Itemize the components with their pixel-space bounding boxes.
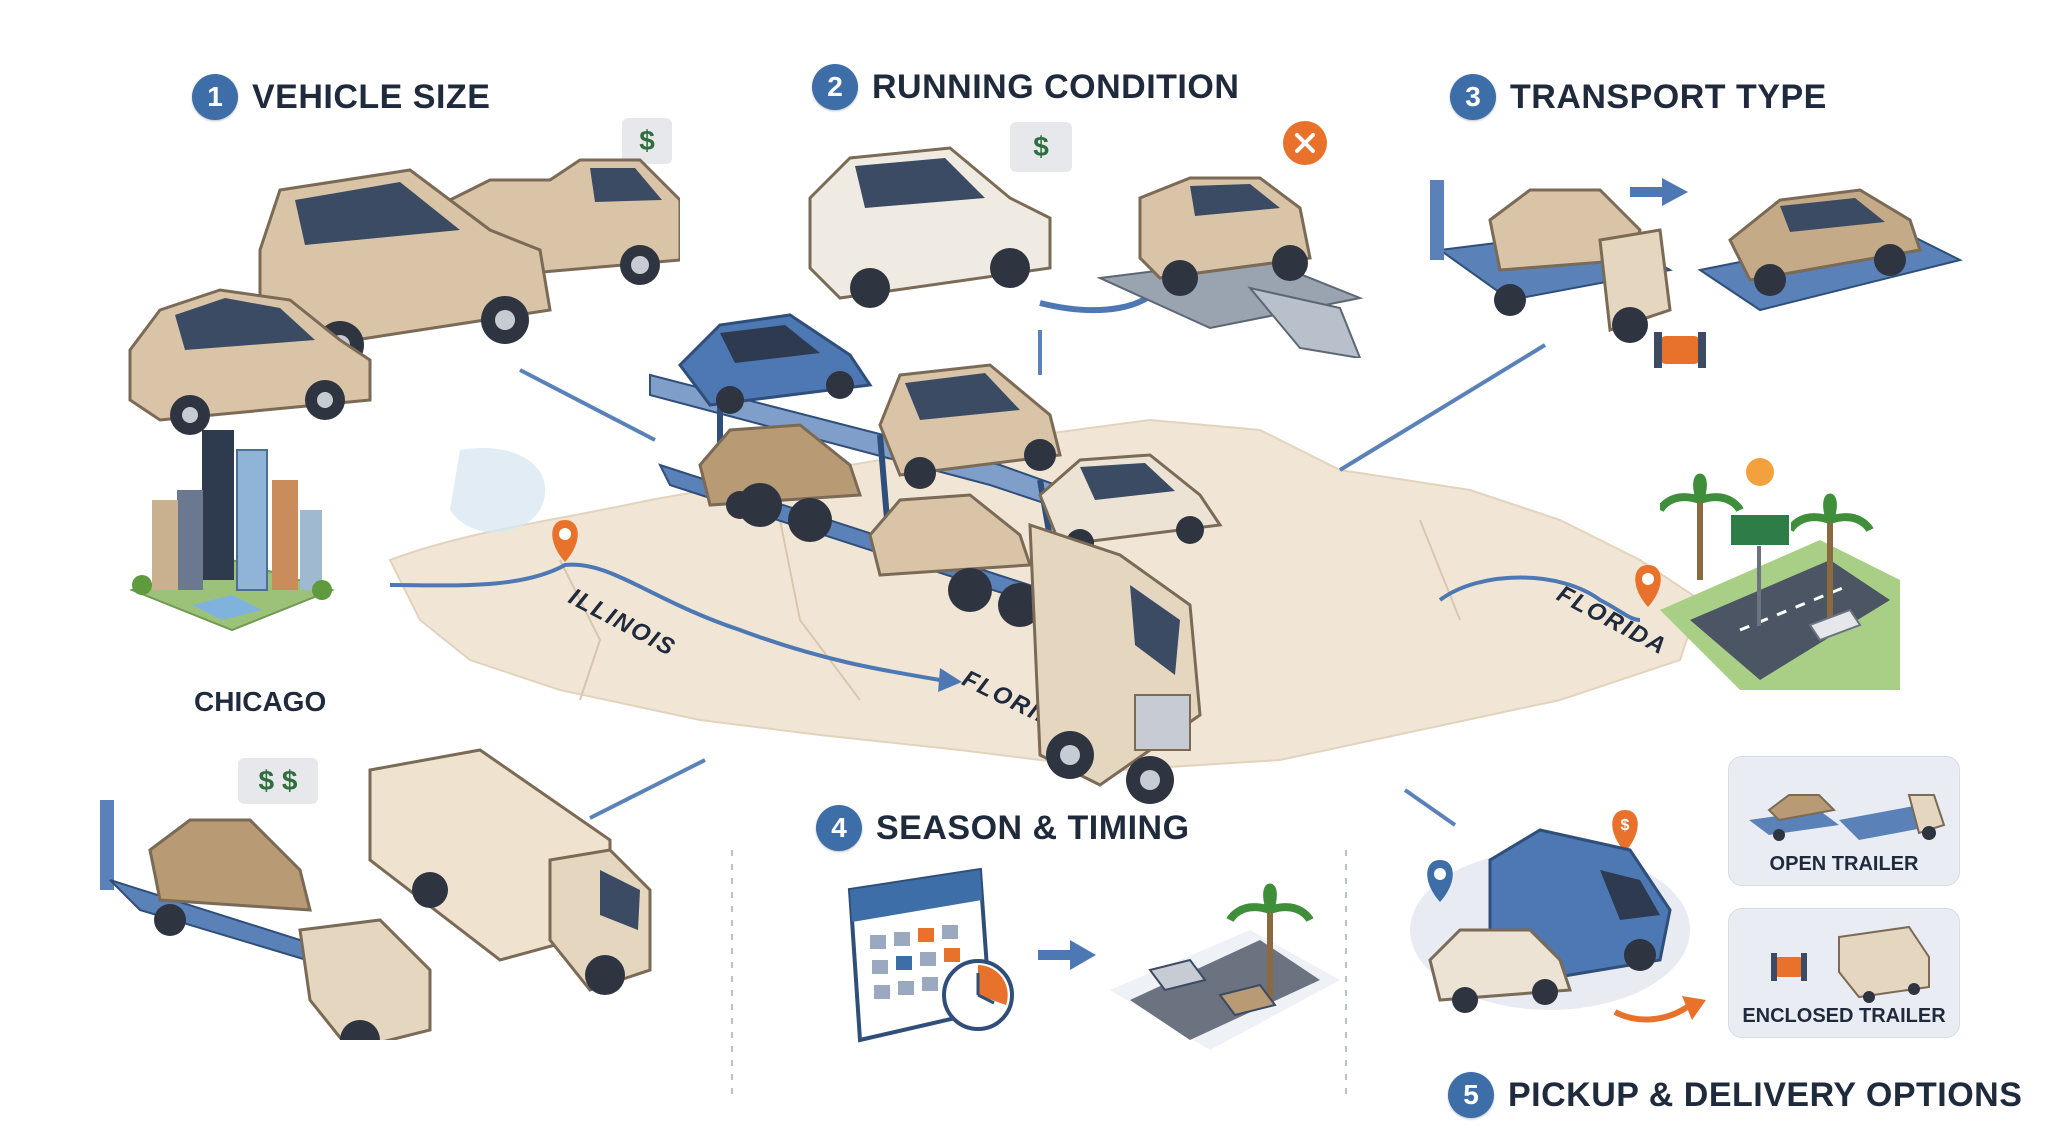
car-suv-illustration: [878, 363, 1062, 489]
enclosed-trailer-label: ENCLOSED TRAILER: [1742, 1005, 1946, 1027]
truck-size-illustration: [100, 748, 652, 1040]
dollar-icon: $: [1010, 122, 1072, 172]
arrow-head-icon: [1070, 940, 1096, 970]
car-blue-illustration: [678, 313, 873, 414]
svg-text:$: $: [1621, 817, 1630, 834]
dollar-icon: $ $: [238, 758, 318, 804]
enclosed-trailer-option: ENCLOSED TRAILER: [1728, 908, 1960, 1038]
factor-number-badge: 1: [192, 74, 238, 120]
route-arrow-icon: [938, 668, 962, 692]
state-border: [559, 559, 602, 701]
car-trailer-illustration: [1697, 188, 1963, 312]
chicago-skyline-illustration: [128, 430, 336, 632]
factor-title: VEHICLE SIZE: [252, 77, 491, 116]
factor-running-condition-heading: 2 RUNNING CONDITION: [812, 64, 1239, 110]
sedan-illustration: [128, 288, 372, 435]
clock-icon: [942, 959, 1014, 1031]
connector-line: [589, 758, 706, 820]
state-border: [779, 519, 861, 701]
connector-line: [1403, 788, 1457, 827]
connector-line: [519, 368, 656, 442]
season-scene-illustration: [1110, 883, 1340, 1050]
state-border: [1419, 519, 1461, 621]
location-pin-icon: [1427, 860, 1453, 902]
location-pin-icon: [1635, 565, 1661, 607]
factor-title: SEASON & TIMING: [876, 808, 1190, 847]
open-trailer-label: OPEN TRAILER: [1769, 853, 1919, 875]
highway-sign-icon: [1729, 513, 1791, 626]
flatbed-truck-illustration: [1430, 180, 1673, 343]
factor-transport-type-heading: 3 TRANSPORT TYPE: [1450, 74, 1827, 120]
arrow-icon: [1613, 1002, 1692, 1023]
dollar-icon: $: [622, 118, 672, 164]
palm-tree-icon: [1226, 883, 1314, 1000]
factor-number-badge: 4: [816, 805, 862, 851]
open-trailer-option: OPEN TRAILER: [1728, 756, 1960, 886]
non-running-pickup-illustration: [1096, 176, 1364, 358]
arrow-head-icon: [1662, 178, 1688, 206]
factor-title: PICKUP & DELIVERY OPTIONS: [1508, 1075, 2023, 1114]
sun-icon: [1746, 458, 1774, 486]
car-carrier-truck-illustration: [649, 313, 1223, 804]
vehicle-size-illustration: [128, 158, 680, 435]
x-icon: [1283, 121, 1327, 165]
factor-number-badge: 5: [1448, 1072, 1494, 1118]
connector-line: [1338, 343, 1547, 472]
open-trailer-icon: [1749, 794, 1946, 841]
car-sedan-illustration: [1038, 453, 1223, 557]
enclosed-trailer-icon: [1771, 925, 1930, 1003]
pickup-delivery-illustration: $: [1410, 810, 1706, 1023]
car-illustration: [1428, 928, 1573, 1013]
factor-number-badge: 2: [812, 64, 858, 110]
factor-title: TRANSPORT TYPE: [1510, 77, 1827, 116]
factor-vehicle-size-heading: 1 VEHICLE SIZE: [192, 74, 490, 120]
winch-icon: [1654, 332, 1706, 368]
flatbed-car-illustration: [100, 800, 432, 1040]
map-lake: [450, 448, 546, 533]
car-lower-deck-illustration: [868, 493, 1033, 577]
route-line-east: [1438, 575, 1641, 622]
factor-number-badge: 3: [1450, 74, 1496, 120]
truck-cab-illustration: [1028, 522, 1202, 804]
factor-title: RUNNING CONDITION: [872, 67, 1240, 106]
season-timing-illustration: [847, 867, 1340, 1050]
running-condition-illustration: [808, 121, 1364, 358]
arrow-head-icon: [1682, 996, 1706, 1020]
winch-icon: [1771, 953, 1807, 981]
running-suv-illustration: [808, 146, 1052, 308]
factor-pickup-delivery-heading: 5 PICKUP & DELIVERY OPTIONS: [1448, 1072, 2022, 1118]
florida-destination-illustration: [1660, 458, 1900, 690]
origin-city-label: CHICAGO: [194, 686, 327, 717]
palm-tree-icon: [1660, 473, 1744, 580]
transport-type-illustration: [1430, 178, 1963, 368]
location-pin-icon: [552, 520, 578, 562]
route-line: [389, 562, 941, 682]
location-pin-icon: $: [1612, 810, 1638, 852]
box-truck-illustration: [368, 748, 652, 995]
palm-tree-icon: [1786, 493, 1874, 620]
factor-season-timing-heading: 4 SEASON & TIMING: [816, 805, 1190, 851]
